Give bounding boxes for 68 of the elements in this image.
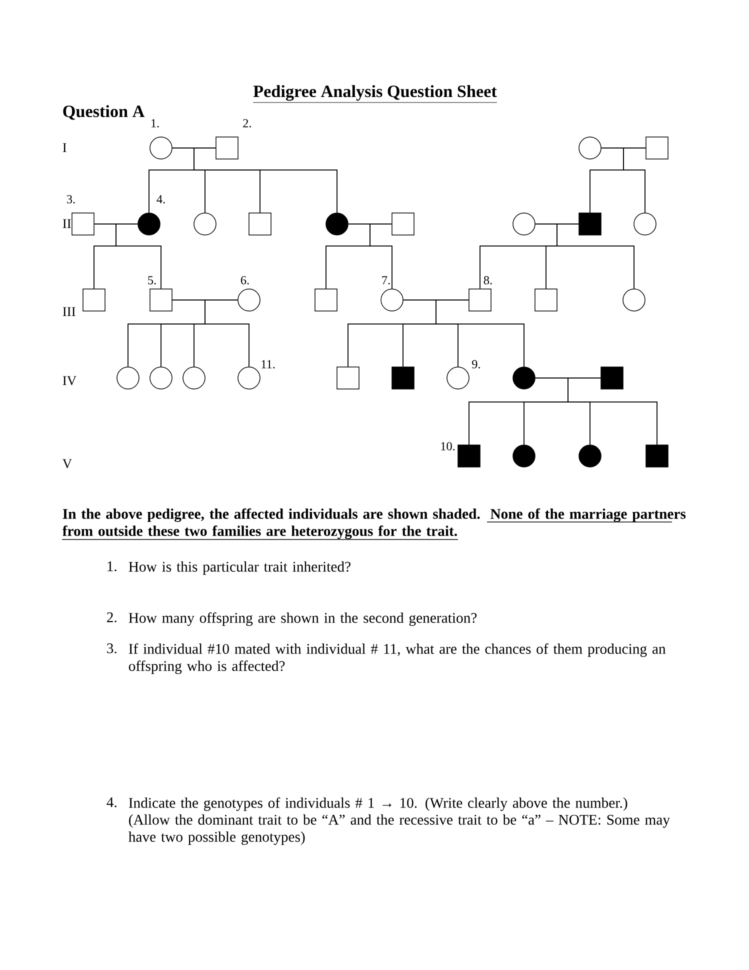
question-number: 3.	[107, 643, 116, 654]
male-symbol	[646, 136, 668, 160]
female-symbol	[238, 366, 260, 390]
generation-label: III	[62, 307, 76, 316]
title: Pedigree Analysis Question Sheet	[252, 85, 498, 103]
affected-female-symbol	[138, 212, 160, 236]
female-symbol	[150, 136, 172, 160]
individual-number: 8.	[484, 276, 492, 284]
descent-line	[556, 224, 634, 289]
individual-number: 1.	[151, 119, 159, 128]
affected-male-symbol	[600, 366, 624, 390]
affected-male-symbol	[578, 212, 602, 236]
question-text: If individual #10 mated with individual # 11, what are the chances of them producing an offspring who is affected?	[128, 643, 666, 674]
affected-male-symbol	[646, 444, 668, 468]
individual-number: 7.	[382, 276, 390, 284]
individual-number: 3.	[67, 195, 75, 204]
question-number: 1.	[108, 561, 116, 572]
female-symbol	[380, 288, 404, 312]
affected-female-symbol	[512, 444, 536, 468]
generation-label: IV	[62, 376, 76, 386]
female-symbol	[194, 212, 216, 236]
male-symbol	[150, 288, 172, 312]
descent-line	[204, 300, 250, 367]
female-symbol	[512, 212, 536, 236]
individual-number: 4.	[156, 195, 165, 204]
male-symbol	[216, 136, 238, 160]
male-symbol	[336, 366, 360, 390]
descent-line	[116, 224, 162, 289]
question-number: 4.	[106, 797, 116, 808]
female-symbol	[634, 212, 656, 236]
individual-number: 9.	[472, 360, 480, 368]
male-symbol	[314, 288, 338, 312]
individual-number: 10.	[441, 442, 455, 450]
female-symbol	[446, 366, 470, 390]
affected-female-symbol	[512, 366, 536, 390]
female-symbol	[116, 366, 140, 390]
descent-line	[370, 224, 392, 289]
question-text: How many offspring are shown in the second generation?	[128, 612, 477, 626]
question-text: Indicate the genotypes of individuals # 1 → 10. (Write clearly above the number.)	[128, 797, 628, 811]
male-symbol	[392, 212, 414, 236]
individual-number: 11.	[262, 360, 275, 368]
female-symbol	[182, 366, 206, 390]
male-symbol	[248, 212, 272, 236]
female-symbol	[150, 366, 172, 390]
affected-male-symbol	[458, 444, 480, 468]
affected-male-symbol	[392, 366, 414, 390]
female-symbol	[578, 136, 602, 160]
affected-female-symbol	[326, 212, 348, 236]
individual-number: 5.	[148, 276, 156, 284]
male-symbol	[468, 288, 492, 312]
descent-line	[436, 300, 524, 367]
descent-line	[623, 148, 646, 213]
male-symbol	[72, 212, 94, 236]
descent-line	[568, 378, 658, 445]
female-symbol	[622, 288, 646, 312]
generation-label: I	[62, 143, 66, 152]
instruction-text: In the above pedigree, the affected individuals are shown shaded. None of the marriage partners from outside these two families are heterozygous for the trait.	[62, 508, 686, 540]
individual-number: 2.	[243, 119, 251, 128]
question-number: 2.	[107, 612, 116, 622]
question-text: (Allow the dominant trait to be “A” and the recessive trait to be “a” – NOTE: Some may have two possible genotypes)	[128, 814, 670, 845]
question-text: How is this particular trait inherited?	[128, 561, 350, 575]
affected-female-symbol	[578, 444, 602, 468]
male-symbol	[82, 288, 106, 312]
individual-number: 6.	[240, 276, 249, 284]
male-symbol	[534, 288, 558, 312]
generation-label: V	[62, 459, 72, 468]
female-symbol	[238, 288, 260, 312]
section-heading: Question A	[63, 105, 145, 120]
